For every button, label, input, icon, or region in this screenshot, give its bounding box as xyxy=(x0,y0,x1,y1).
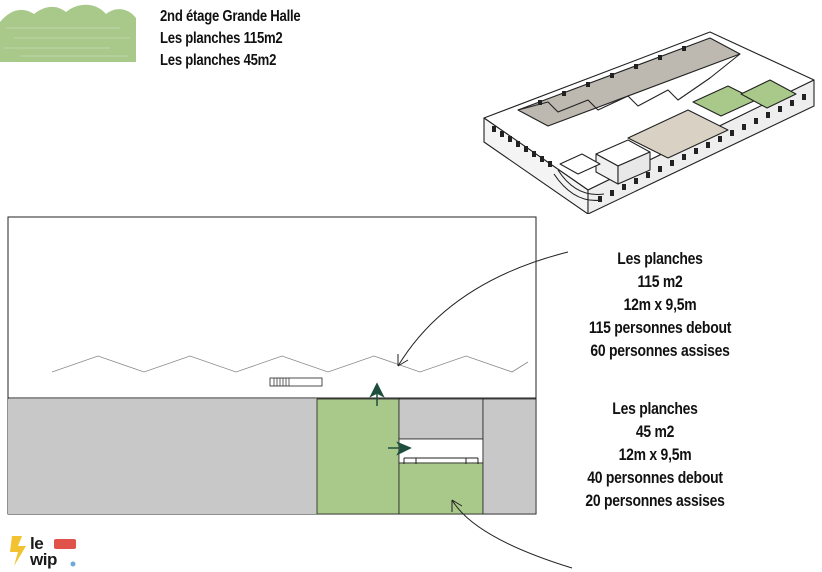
green-room-45 xyxy=(398,462,484,515)
room-45-name: Les planches xyxy=(612,399,698,418)
room-info-115: Les planches 115 m2 12m x 9,5m 115 perso… xyxy=(578,247,742,362)
zigzag-wall xyxy=(51,355,529,373)
room-115-standing: 115 personnes debout xyxy=(588,318,732,337)
room-115-area: 115 m2 xyxy=(637,272,683,291)
room-45-standing: 40 personnes debout xyxy=(587,468,723,487)
legend-item-45: Les planches 45m2 xyxy=(160,52,277,69)
logo-word-wip: wip xyxy=(30,550,57,569)
entry-arrow-right-icon xyxy=(396,441,412,456)
entry-arrow-up-icon xyxy=(369,382,385,398)
legend-item-115: Les planches 115m2 xyxy=(160,30,283,47)
le-wip-logo: le wip xyxy=(8,534,88,570)
corridor xyxy=(398,438,484,464)
legend-title: 2nd étage Grande Halle xyxy=(160,8,301,25)
gray-zone-right xyxy=(482,398,537,515)
logo-badge-icon xyxy=(54,539,76,549)
callout-arrowhead-115-icon xyxy=(397,354,409,367)
room-45-dimensions: 12m x 9,5m xyxy=(618,445,692,464)
legend-text: 2nd étage Grande Halle Les planches 115m… xyxy=(160,6,301,72)
gray-zone-mid xyxy=(398,398,484,440)
room-115-dimensions: 12m x 9,5m xyxy=(623,295,697,314)
logo-mark-icon xyxy=(10,536,26,566)
room-45-area: 45 m2 xyxy=(635,422,675,441)
room-115-name: Les planches xyxy=(617,249,703,268)
callout-line-45 xyxy=(451,499,573,569)
isometric-building-illustration xyxy=(483,31,815,214)
callout-line-115 xyxy=(397,251,569,367)
legend-swatch xyxy=(0,4,136,62)
stair-symbol xyxy=(269,377,323,387)
room-45-seated: 20 personnes assises xyxy=(585,491,725,510)
logo-dot-icon xyxy=(70,561,76,567)
callout-arrowhead-45-icon xyxy=(451,499,463,512)
green-room-115 xyxy=(316,398,400,515)
logo-word-le: le xyxy=(30,534,44,553)
gray-zone-left xyxy=(8,399,317,514)
room-115-seated: 60 personnes assises xyxy=(590,341,730,360)
room-info-45: Les planches 45 m2 12m x 9,5m 40 personn… xyxy=(573,397,737,512)
